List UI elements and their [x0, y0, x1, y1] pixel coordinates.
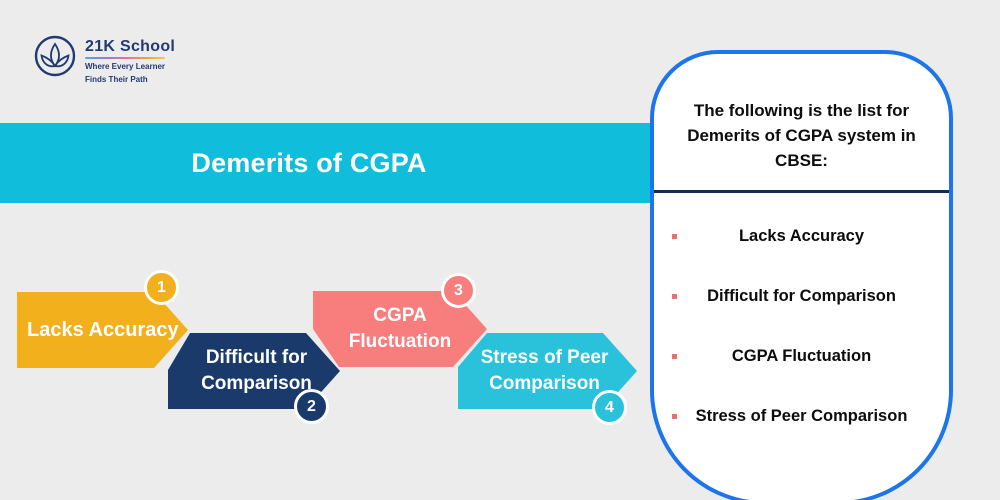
flow-step-3-number-badge: 3: [441, 273, 476, 308]
title-banner: Demerits of CGPA: [0, 123, 660, 203]
summary-divider: [654, 190, 949, 193]
summary-heading: The following is the list for Demerits o…: [687, 101, 916, 170]
list-item-label: Difficult for Comparison: [707, 287, 896, 305]
flow-step-2-label: Difficult for: [205, 347, 308, 368]
lotus-logo-icon: [34, 35, 76, 77]
page-title: Demerits of CGPA: [191, 147, 427, 178]
flow-step-4-number-badge: 4: [592, 390, 627, 425]
brand-tagline-line2: Finds Their Path: [85, 75, 148, 84]
summary-list: Lacks Accuracy Difficult for Comparison …: [654, 224, 949, 428]
bullet-square-icon: [672, 354, 677, 359]
flow-step-1-arrow: Lacks Accuracy: [17, 292, 188, 368]
list-item: Stress of Peer Comparison: [654, 404, 949, 428]
bullet-square-icon: [672, 414, 677, 419]
list-item-label: CGPA Fluctuation: [731, 347, 872, 365]
brand-text-block: 21K School Where Every Learner Finds The…: [85, 35, 175, 85]
list-item: CGPA Fluctuation: [654, 344, 949, 368]
brand-tagline-line1: Where Every Learner: [85, 62, 166, 71]
brand-logo: 21K School Where Every Learner Finds The…: [34, 35, 175, 85]
list-item-label: Stress of Peer Comparison: [695, 407, 908, 425]
list-item: Difficult for Comparison: [654, 284, 949, 308]
list-item-label: Lacks Accuracy: [738, 227, 865, 245]
brand-gradient-underline: [85, 57, 165, 59]
brand-name: 21K School: [85, 38, 176, 55]
bullet-square-icon: [672, 294, 677, 299]
flow-step-4-label: Stress of Peer: [480, 347, 609, 368]
summary-panel: The following is the list for Demerits o…: [650, 50, 953, 500]
list-item: Lacks Accuracy: [654, 224, 949, 248]
flow-step-3-label: CGPA: [373, 305, 427, 326]
bullet-square-icon: [672, 234, 677, 239]
flow-step-1-label: Lacks Accuracy: [27, 318, 179, 341]
flow-step-2-number-badge: 2: [294, 389, 329, 424]
flow-step-1-number-badge: 1: [144, 270, 179, 305]
